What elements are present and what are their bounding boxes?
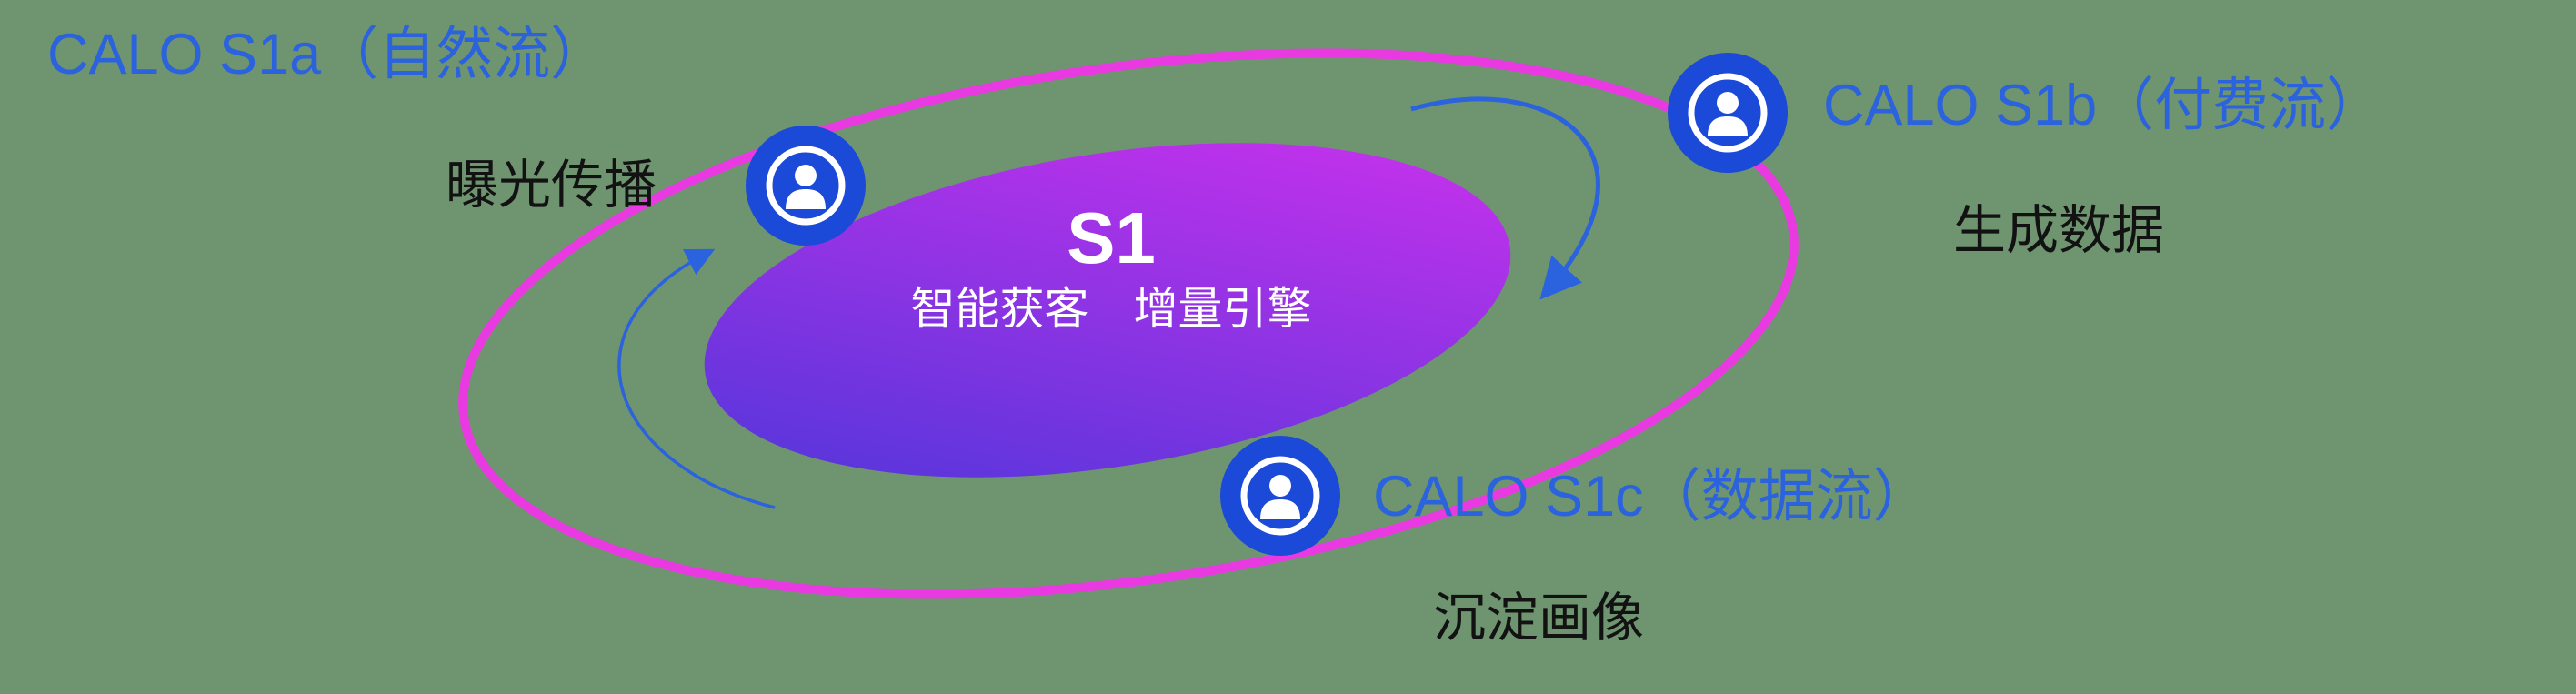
- arrow-left-icon: [617, 248, 776, 509]
- node-s1a-title: CALO S1a（自然流）: [47, 23, 608, 86]
- node-s1a-subtitle: 曝光传播: [446, 156, 657, 215]
- arrow-top-right-icon: [1410, 96, 1600, 300]
- core-title: S1: [1067, 197, 1156, 278]
- node-s1b-title: CALO S1b（付费流）: [1823, 74, 2384, 137]
- node-s1c-subtitle: 沉淀画像: [1433, 588, 1645, 648]
- node-s1a-icon: [746, 126, 866, 246]
- node-s1c-icon: [1220, 436, 1340, 556]
- node-s1c-title: CALO S1c（数据流）: [1373, 465, 1930, 528]
- core-ellipse: [704, 143, 1511, 478]
- person-icon: [1220, 436, 1340, 556]
- core-subtitle: 智能获客 增量引擎: [910, 285, 1312, 334]
- person-icon: [746, 126, 866, 246]
- person-icon: [1668, 53, 1788, 173]
- node-s1b-icon: [1668, 53, 1788, 173]
- orbit-ring: [458, 48, 1799, 599]
- node-s1b-subtitle: 生成数据: [1953, 201, 2165, 260]
